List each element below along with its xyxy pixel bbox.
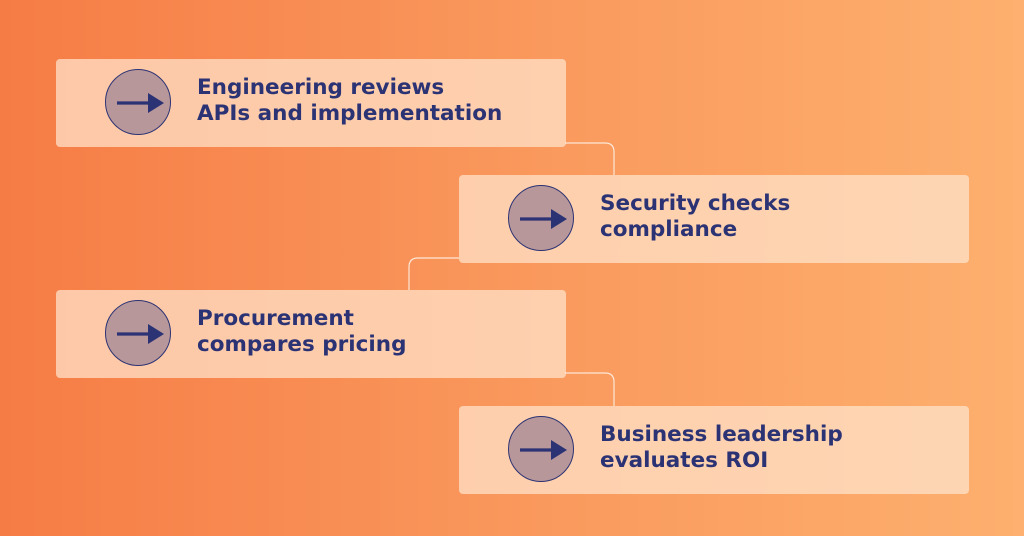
step-label-line: Procurement: [197, 306, 354, 331]
step-label: Procurement compares pricing: [197, 306, 406, 358]
step-label-line: Security checks: [600, 191, 791, 216]
arrow-right-icon: [105, 69, 171, 135]
step-card-3: Procurement compares pricing: [56, 290, 566, 378]
connector-1-2: [565, 142, 615, 175]
connector-2-3: [408, 257, 459, 290]
step-label-line: evaluates ROI: [600, 448, 769, 473]
arrow-right-icon: [508, 185, 574, 251]
step-label-line: Engineering reviews: [197, 75, 445, 100]
step-card-2: Security checks compliance: [459, 175, 969, 263]
arrow-right-icon: [508, 416, 574, 482]
step-card-4: Business leadership evaluates ROI: [459, 406, 969, 494]
arrow-right-icon: [105, 300, 171, 366]
step-label-line: compliance: [600, 217, 738, 242]
step-label-line: compares pricing: [197, 332, 407, 357]
step-label: Business leadership evaluates ROI: [600, 422, 843, 474]
step-label: Security checks compliance: [600, 191, 790, 243]
step-label: Engineering reviews APIs and implementat…: [197, 75, 502, 127]
step-label-line: Business leadership: [600, 422, 843, 447]
step-label-line: APIs and implementation: [197, 101, 503, 126]
connector-3-4: [565, 372, 615, 406]
step-card-1: Engineering reviews APIs and implementat…: [56, 59, 566, 147]
